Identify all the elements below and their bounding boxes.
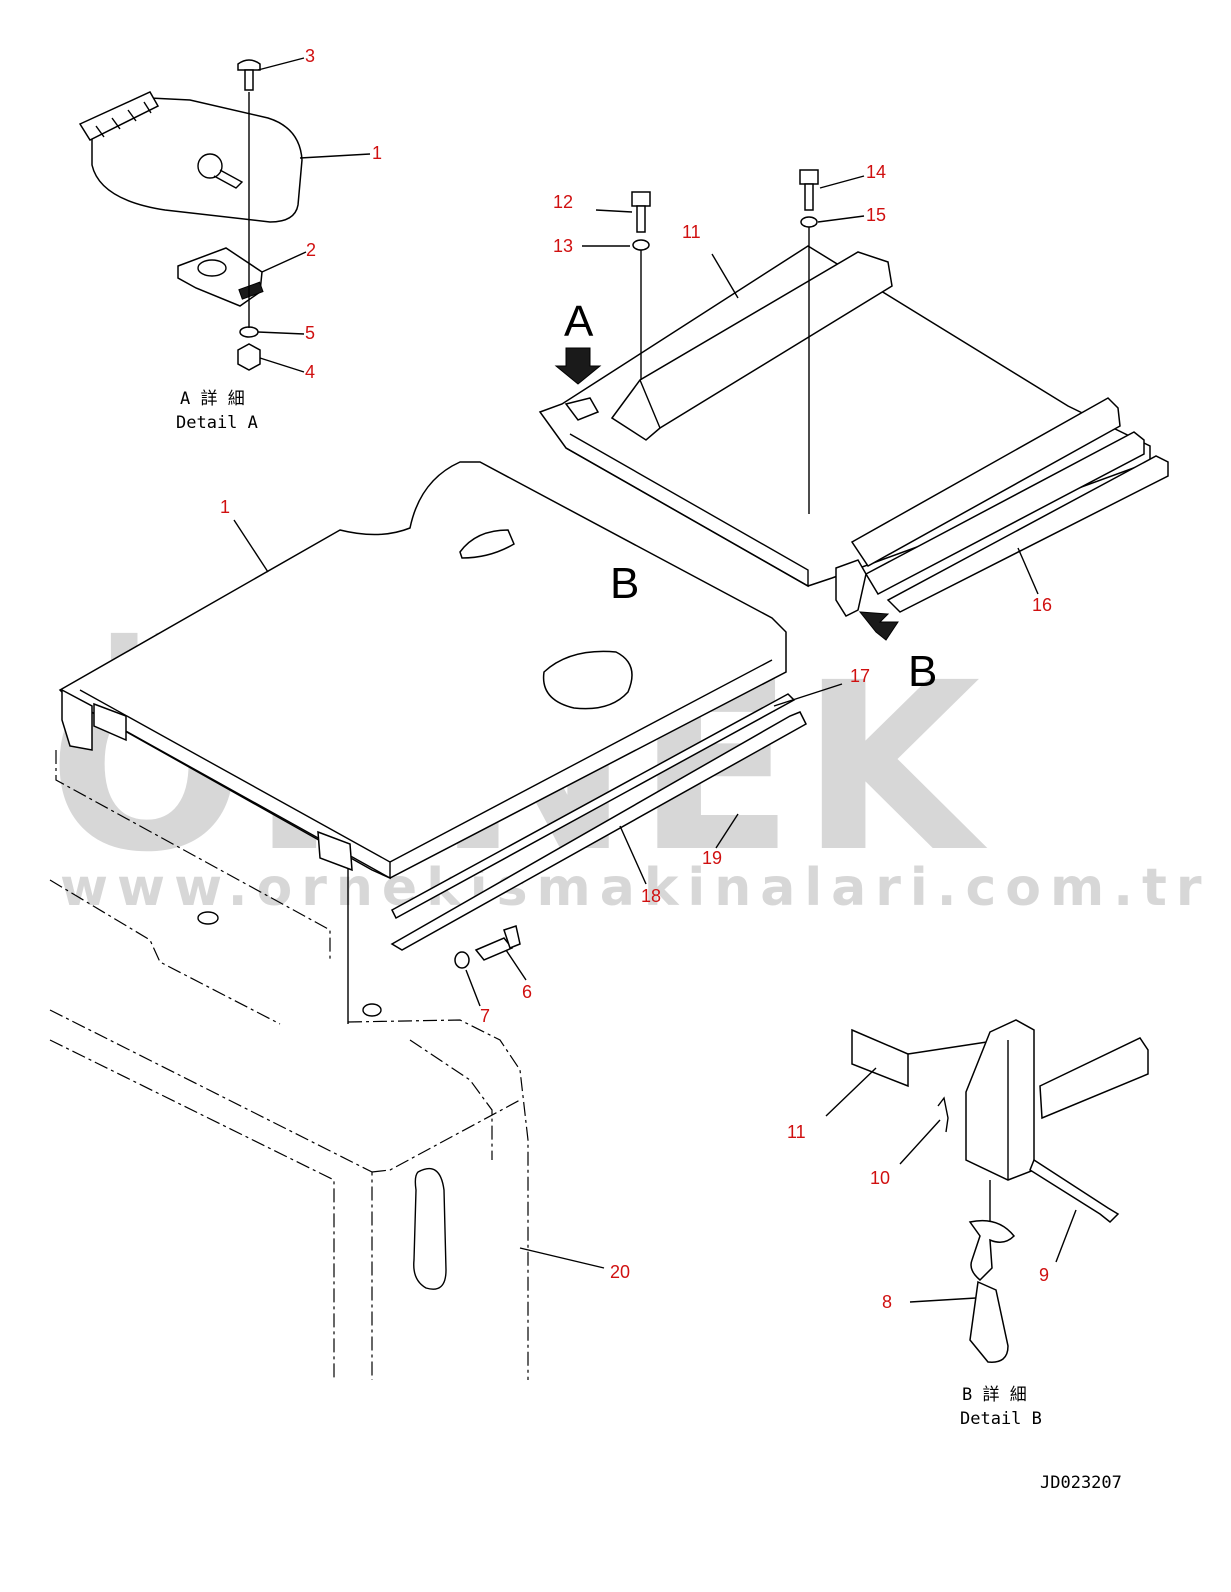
callout-13: 13 (553, 236, 573, 256)
callout-8: 8 (882, 1292, 892, 1312)
detail-b-caption-en: Detail B (960, 1409, 1042, 1429)
detail-a-group (78, 59, 303, 371)
callout-11-top: 11 (682, 222, 701, 242)
callout-10: 10 (870, 1168, 890, 1188)
callout-2: 2 (306, 240, 316, 260)
detail-b-caption-jp: B 詳 細 (962, 1385, 1027, 1405)
detail-a-caption-en: Detail A (176, 413, 258, 433)
callout-6: 6 (522, 982, 532, 1002)
callout-15: 15 (866, 205, 886, 225)
arrow-b-top-icon (554, 347, 602, 385)
callout-4: 4 (305, 362, 315, 382)
detail-a-caption-jp: A 詳 細 (180, 389, 245, 409)
upper-frame (538, 169, 1169, 617)
callout-16: 16 (1032, 595, 1052, 615)
detail-b-group (851, 1019, 1149, 1363)
callout-1-main: 1 (220, 497, 230, 517)
callout-12: 12 (553, 192, 573, 212)
callout-19: 19 (702, 848, 722, 868)
callout-20: 20 (610, 1262, 630, 1282)
callout-17: 17 (850, 666, 870, 686)
view-markers: A B B (564, 297, 937, 696)
callout-3: 3 (305, 46, 315, 66)
document-code: JD023207 (1040, 1473, 1122, 1493)
captions: A 詳 細 Detail A B 詳 細 Detail B JD023207 (176, 389, 1122, 1493)
watermark-url: www.ornekismakinalari.com.tr (60, 858, 1210, 918)
callout-1-detail: 1 (372, 143, 382, 163)
callout-9: 9 (1039, 1265, 1049, 1285)
callout-5: 5 (305, 323, 315, 343)
callout-18: 18 (641, 886, 661, 906)
callout-7: 7 (480, 1006, 490, 1026)
machine-body (49, 750, 529, 1380)
view-marker-a: B (610, 559, 639, 608)
arrow-b-right-icon (858, 611, 899, 641)
leader-lines (233, 57, 1077, 1303)
callout-11-detail: 11 (787, 1122, 806, 1142)
callout-14: 14 (866, 162, 886, 182)
view-marker-b-top: A (564, 297, 594, 346)
view-marker-b-right: B (908, 647, 937, 696)
callouts: 3 1 2 5 4 12 14 13 15 11 1 16 17 19 18 6… (220, 46, 1052, 1312)
